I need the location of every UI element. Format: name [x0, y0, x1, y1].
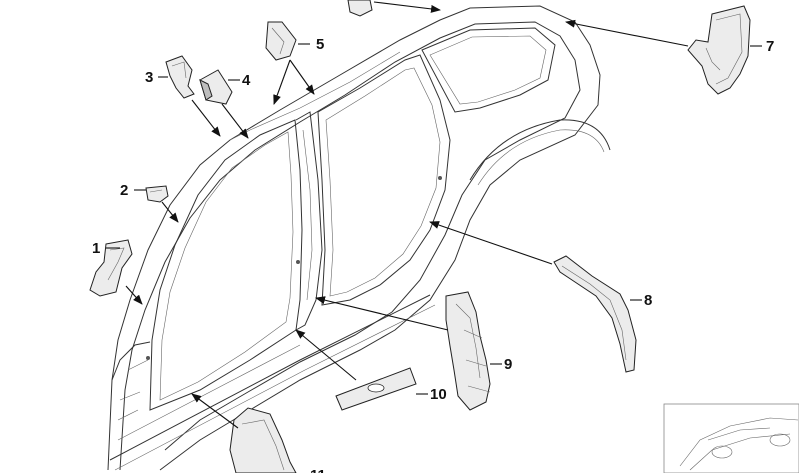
part-3-bracket [165, 55, 195, 99]
callout-10: 10 [430, 386, 447, 403]
vehicle-thumbnail-inset [663, 403, 799, 473]
part-11-lower-cover [229, 407, 297, 473]
callout-3: 3 [145, 69, 153, 86]
part-5-cap [265, 21, 297, 61]
leader-lines [106, 1, 762, 429]
top-clip-part [347, 0, 373, 17]
part-10-pad [335, 367, 417, 411]
part-2-clip [145, 185, 169, 203]
callout-5: 5 [316, 36, 324, 53]
part-8-trim-strip [553, 255, 637, 373]
callout-7: 7 [766, 38, 774, 55]
callout-11: 11 [310, 467, 326, 473]
callout-4: 4 [242, 72, 251, 89]
callout-8: 8 [644, 292, 652, 309]
body-side-frame [107, 5, 611, 471]
part-9-sill-cover [445, 291, 491, 411]
part-4-wedge [199, 69, 233, 105]
callout-2: 2 [120, 182, 128, 199]
callout-9: 9 [504, 356, 512, 373]
callout-1: 1 [92, 240, 100, 257]
part-1-a-pillar-cover [89, 239, 133, 297]
part-7-rear-panel [687, 5, 751, 95]
